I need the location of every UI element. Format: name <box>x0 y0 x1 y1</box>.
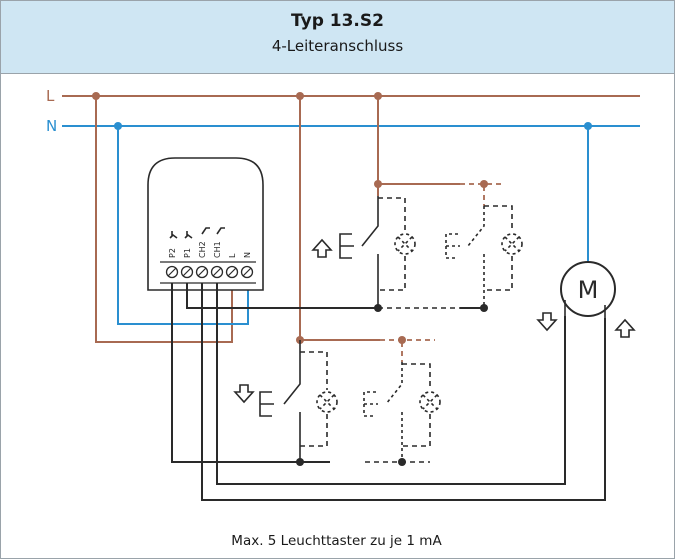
terminal-screws <box>165 265 254 279</box>
lamp-wire-bottom <box>378 256 406 291</box>
down-arrow-icon <box>536 312 558 332</box>
up-arrow-icon <box>614 318 636 338</box>
switch-glyph <box>216 227 225 235</box>
live-wire-to-module <box>95 96 233 343</box>
control-wire-p2 <box>171 283 300 463</box>
pushbutton-glyph <box>184 231 193 239</box>
lamp-icon <box>394 233 416 255</box>
lower-pushbutton-1 <box>233 340 338 462</box>
switch-contact <box>467 206 485 308</box>
pushbutton-glyph <box>169 231 178 239</box>
l-line-label: L <box>46 87 55 105</box>
lamp-wire-top <box>484 205 513 232</box>
junction-dot <box>480 304 488 312</box>
lamp-wire-top <box>378 197 406 232</box>
control-wire-p1 <box>186 283 378 309</box>
header-band: Typ 13.S2 4-Leiteranschluss <box>1 1 674 74</box>
junction-dot <box>92 92 100 100</box>
motor-symbol <box>560 261 616 317</box>
pushbutton-symbol <box>445 233 460 259</box>
pushbutton-symbol <box>259 391 274 417</box>
control-wire-ch2 <box>201 283 606 501</box>
n-line-label: N <box>46 117 57 135</box>
lamp-wire-top <box>300 351 328 390</box>
lower-pushbutton-2 <box>363 362 441 462</box>
diagram-subtitle: 4-Leiteranschluss <box>271 37 404 55</box>
down-arrow-icon <box>233 384 255 404</box>
control-wire-ch1 <box>216 283 566 485</box>
switch-contact <box>385 362 403 462</box>
lamp-icon <box>419 391 441 413</box>
upper-pushbutton-1 <box>311 196 416 308</box>
lamp-wire-top <box>402 363 431 390</box>
diagram-title: Typ 13.S2 <box>291 11 384 31</box>
up-arrow-icon <box>311 238 333 258</box>
terminal-label-ch2: CH2 <box>198 241 207 258</box>
junction-dot <box>480 180 488 188</box>
lamp-wire-bottom <box>402 414 431 447</box>
junction-dot <box>114 122 122 130</box>
motor-label: M <box>578 276 599 304</box>
junction-dot <box>374 180 382 188</box>
footer-note: Max. 5 Leuchttaster zu je 1 mA <box>231 533 442 549</box>
switch-contact <box>283 340 301 462</box>
terminal-label-l: L <box>228 253 237 258</box>
switch-contact <box>361 196 379 308</box>
switch-module <box>147 157 264 291</box>
junction-dot <box>584 122 592 130</box>
pushbutton-symbol <box>363 391 378 417</box>
junction-dot <box>374 92 382 100</box>
lamp-icon <box>501 233 523 255</box>
switch-glyph <box>201 227 210 235</box>
junction-dot <box>398 336 406 344</box>
upper-pushbutton-2 <box>445 205 523 308</box>
pushbutton-symbol <box>339 233 354 259</box>
junction-dot <box>296 92 304 100</box>
terminal-label-ch1: CH1 <box>213 241 222 258</box>
lamp-wire-bottom <box>300 414 328 447</box>
neutral-wire-to-module <box>117 126 249 325</box>
terminal-label-n: N <box>243 252 252 258</box>
lamp-icon <box>316 391 338 413</box>
terminal-label-p1: P1 <box>183 248 192 258</box>
lamp-wire-bottom <box>484 256 513 291</box>
terminal-label-p2: P2 <box>168 248 177 258</box>
